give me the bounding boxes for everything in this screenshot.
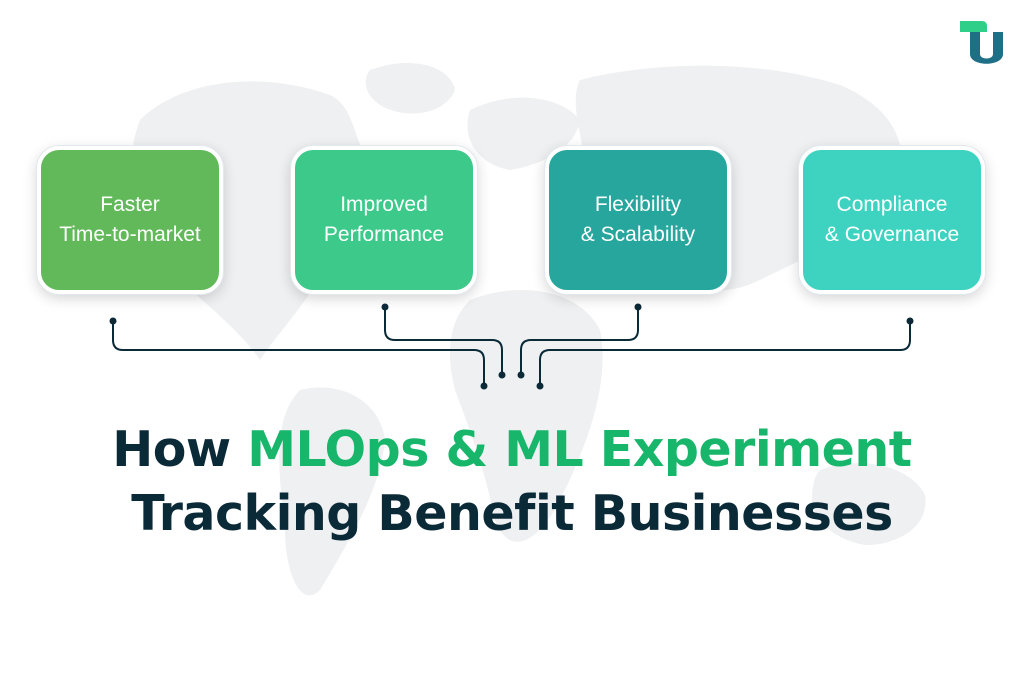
connector-dot bbox=[480, 382, 488, 390]
logo-teal-u bbox=[970, 32, 1003, 64]
benefit-box-compliance-governance: Compliance & Governance bbox=[799, 146, 985, 294]
map-south-america bbox=[279, 387, 385, 596]
brand-logo-icon bbox=[960, 21, 1003, 64]
connector-faster bbox=[112, 320, 485, 387]
benefit-box-faster-time-to-market: Faster Time-to-market bbox=[37, 146, 223, 294]
headline-prefix: How bbox=[112, 421, 248, 478]
logo-green-bar bbox=[960, 21, 987, 32]
connector-dot bbox=[498, 371, 506, 379]
connector-dot bbox=[517, 371, 525, 379]
map-africa bbox=[450, 290, 603, 542]
headline-line-2: Tracking Benefit Businesses bbox=[131, 485, 893, 542]
benefit-title-line-2: & Governance bbox=[824, 223, 960, 246]
benefit-title-line-1: Compliance bbox=[836, 193, 948, 216]
connector-improved bbox=[384, 306, 503, 376]
connector-dot bbox=[906, 317, 914, 325]
map-greenland bbox=[365, 62, 455, 114]
benefit-title-line-1: Faster bbox=[100, 193, 160, 216]
benefit-box-improved-performance: Improved Performance bbox=[291, 146, 477, 294]
benefit-title-line-2: & Scalability bbox=[580, 223, 696, 246]
page-headline: How MLOps & ML Experiment Tracking Benef… bbox=[0, 418, 1024, 546]
headline-line-1: How MLOps & ML Experiment bbox=[0, 418, 1024, 482]
connector-dot bbox=[381, 303, 389, 311]
map-australia bbox=[811, 463, 926, 545]
headline-accent: MLOps & ML Experiment bbox=[247, 421, 912, 478]
connector-flexibility bbox=[520, 306, 639, 376]
connector-dot bbox=[536, 382, 544, 390]
benefit-title-line-1: Improved bbox=[340, 193, 428, 216]
benefit-title-line-1: Flexibility bbox=[594, 193, 682, 216]
connector-compliance bbox=[539, 320, 911, 387]
benefit-box-flexibility-scalability: Flexibility & Scalability bbox=[545, 146, 731, 294]
benefit-title-line-2: Time-to-market bbox=[59, 223, 201, 246]
benefit-title-line-2: Performance bbox=[323, 223, 445, 246]
connector-dot bbox=[634, 303, 642, 311]
connector-dot bbox=[109, 317, 117, 325]
